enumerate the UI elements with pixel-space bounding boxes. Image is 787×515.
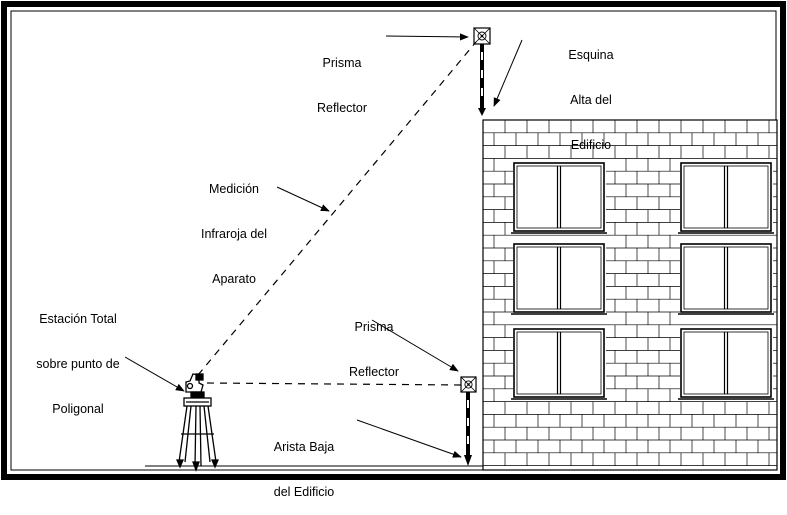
building-window bbox=[511, 162, 607, 234]
label-line: del Edificio bbox=[273, 485, 335, 499]
brick-building bbox=[482, 119, 778, 471]
survey-pole-top bbox=[478, 44, 486, 116]
label-measurement: Medición Infraroja del Aparato bbox=[186, 152, 282, 302]
label-line: Esquina bbox=[568, 48, 614, 62]
prism-reflector-icon bbox=[460, 376, 477, 393]
building-window bbox=[678, 162, 774, 234]
label-corner-top: Esquina Alta del Edificio bbox=[546, 18, 636, 168]
label-line: Aparato bbox=[212, 272, 256, 286]
label-prism-top: Prisma Reflector bbox=[302, 26, 382, 131]
label-line: Reflector bbox=[348, 365, 400, 379]
label-line: Infraroja del bbox=[200, 227, 267, 241]
label-line: Alta del bbox=[570, 93, 612, 107]
prism-reflector-icon bbox=[473, 27, 491, 45]
label-line: Edificio bbox=[570, 138, 612, 152]
label-prism-bottom: Prisma Reflector bbox=[334, 290, 414, 395]
leader-arrows bbox=[124, 33, 523, 458]
label-line: Prisma bbox=[354, 320, 394, 334]
label-line: Estación Total bbox=[39, 312, 117, 326]
label-edge-bottom: Arista Baja del Edificio bbox=[254, 410, 354, 515]
building-window bbox=[511, 243, 607, 315]
label-line: Medición bbox=[208, 182, 260, 196]
label-total-station: Estación Total sobre punto de Poligonal bbox=[22, 282, 134, 432]
building-window bbox=[511, 328, 607, 400]
building-window bbox=[678, 328, 774, 400]
survey-pole-bottom bbox=[464, 392, 472, 466]
measurement-line-bottom bbox=[206, 382, 463, 386]
label-line: sobre punto de bbox=[36, 357, 120, 371]
label-line: Prisma bbox=[322, 56, 362, 70]
label-line: Arista Baja bbox=[273, 440, 335, 454]
building-window bbox=[678, 243, 774, 315]
survey-diagram bbox=[1, 1, 786, 480]
label-line: Reflector bbox=[316, 101, 368, 115]
total-station-icon bbox=[176, 373, 219, 472]
label-line: Poligonal bbox=[52, 402, 104, 416]
